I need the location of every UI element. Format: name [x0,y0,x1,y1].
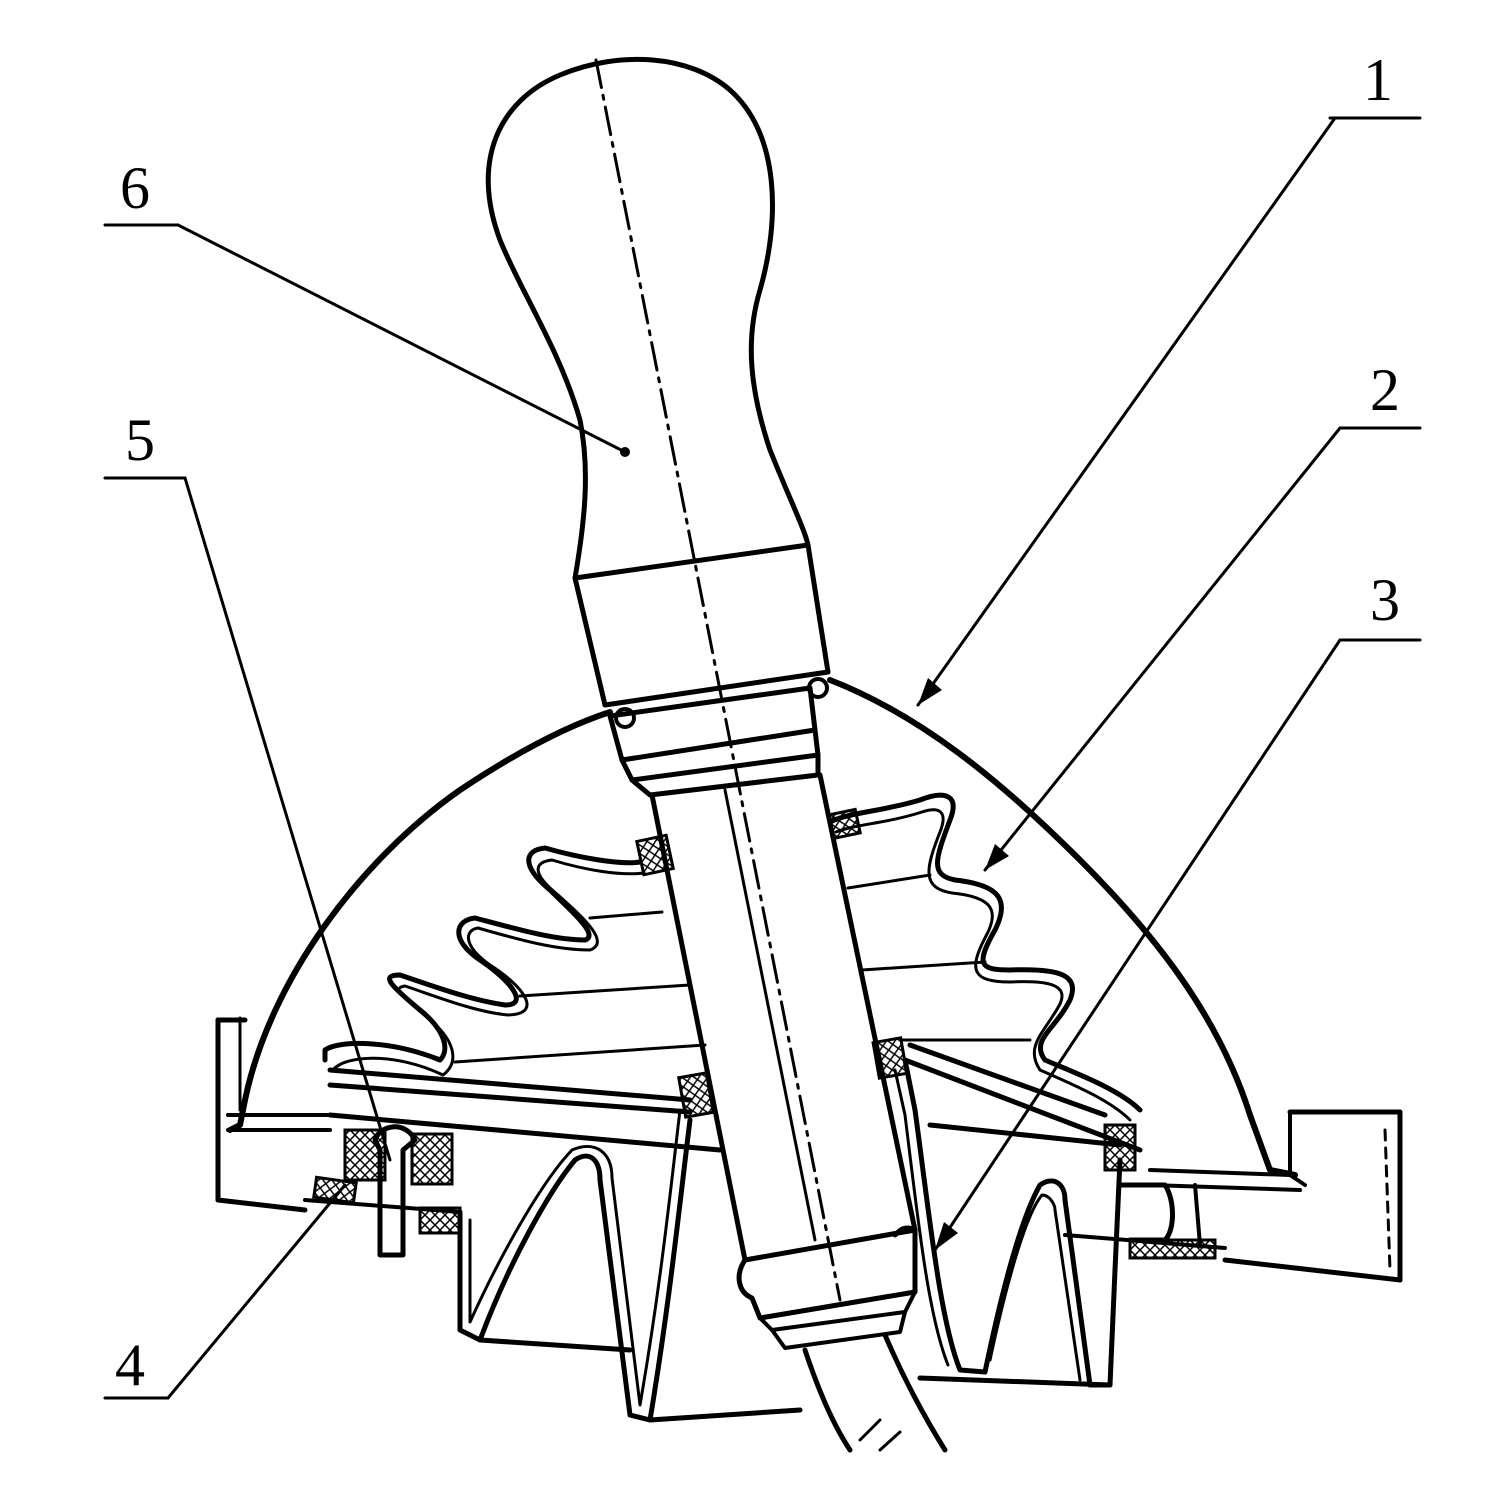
shift-lever [649,772,948,1453]
upper-bellows-boot [322,792,1143,1122]
label-part-6: 6 [120,155,150,221]
lower-bellows-boot [457,1057,1202,1423]
mounting-seat [303,1036,1227,1260]
label-part-3: 3 [1370,567,1400,633]
center-axis-line [594,58,842,1302]
inner-ribs [453,873,1032,1064]
label-part-1: 1 [1363,47,1393,113]
outer-dust-cover [227,677,1298,1178]
base-plate [215,1016,1403,1283]
leader-lines [103,116,1422,1400]
label-part-2: 2 [1370,357,1400,423]
shift-knob [485,56,831,798]
label-part-5: 5 [125,407,155,473]
label-part-4: 4 [115,1332,145,1398]
